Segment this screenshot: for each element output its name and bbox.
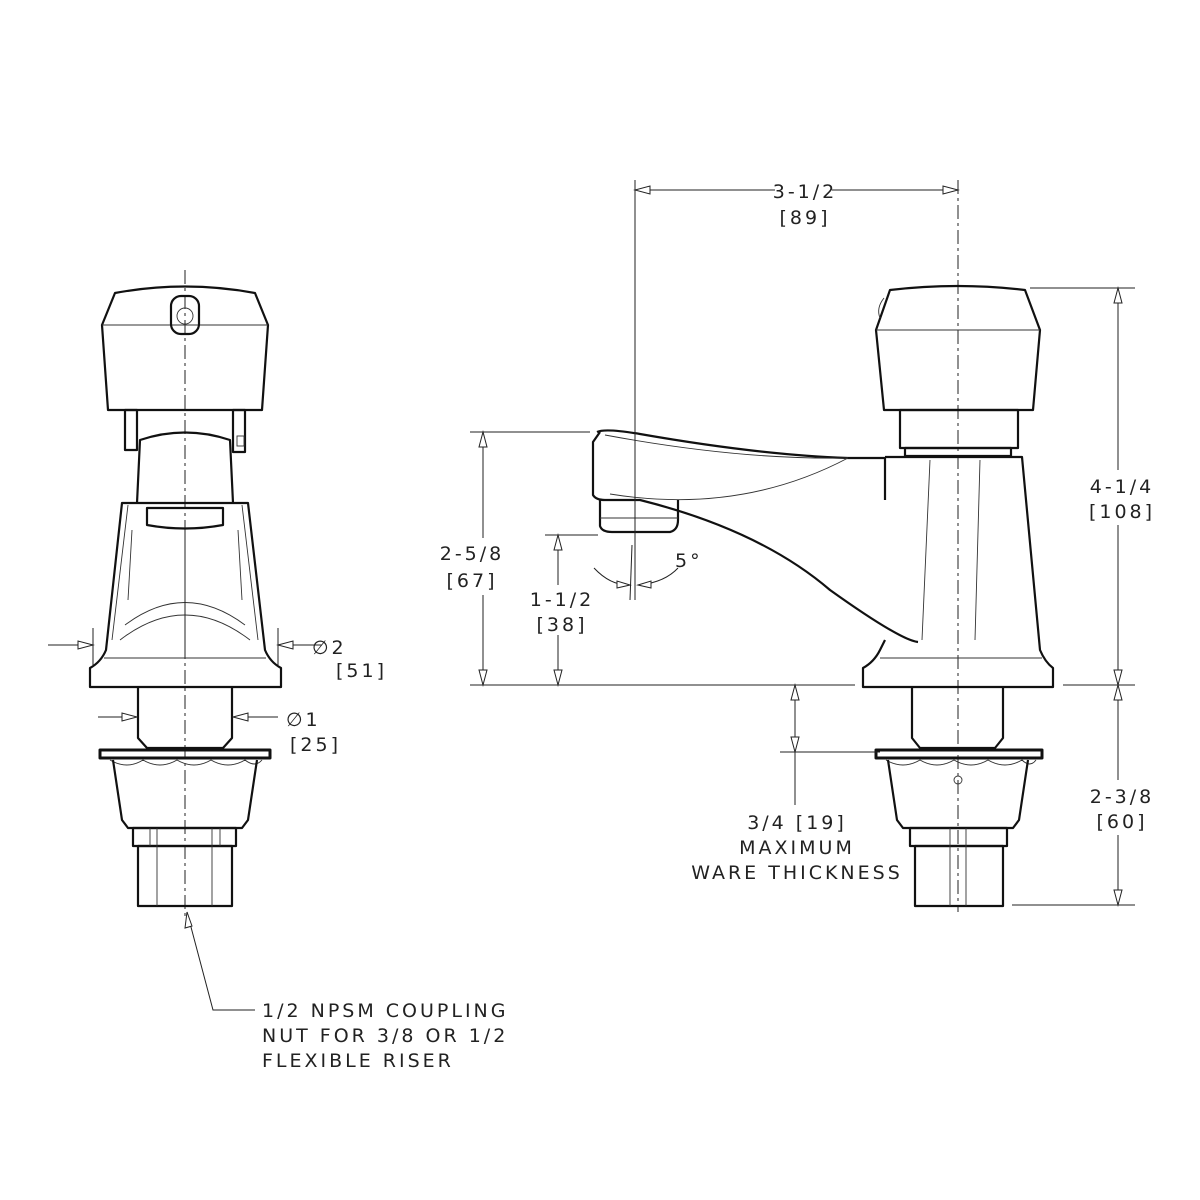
dim-outlet-height: 1-1/2 [38]	[530, 533, 598, 687]
body-front	[88, 501, 283, 689]
dim-spout-angle-value: 5°	[675, 550, 703, 572]
ware-thickness-line-3: WARE THICKNESS	[691, 862, 903, 884]
coupling-note-line-2: NUT FOR 3/8 OR 1/2	[262, 1025, 508, 1047]
ware-thickness-value: 3/4 [19]	[747, 812, 847, 834]
dim-spout-height: 2-5/8 [67]	[440, 430, 590, 687]
dim-below-deck-imperial: 2-3/8	[1090, 786, 1155, 808]
front-view: ∅2 [51] ∅1 [25] 1/2 NPSM COUPLING NUT FO…	[48, 270, 509, 1072]
aerator-side	[598, 500, 680, 534]
shank-side	[910, 687, 1005, 750]
dim-spout-reach-imperial: 3-1/2	[773, 181, 838, 203]
dim-base-diameter: ∅2 [51]	[48, 628, 387, 682]
ware-thickness-line-2: MAXIMUM	[739, 837, 855, 859]
coupling-note-line-1: 1/2 NPSM COUPLING	[262, 1000, 509, 1022]
handle-side	[874, 284, 1042, 412]
washer-side	[874, 748, 1044, 760]
dim-shank-diameter-imperial: ∅1	[286, 709, 321, 731]
dim-spout-height-imperial: 2-5/8	[440, 543, 505, 565]
washer-front	[98, 748, 272, 760]
dim-ware-thickness: 3/4 [19] MAXIMUM WARE THICKNESS	[691, 683, 903, 884]
spout-side	[591, 429, 919, 644]
dim-below-deck-metric: [60]	[1096, 811, 1147, 833]
dim-spout-angle: 5°	[593, 544, 703, 601]
dim-shank-diameter-metric: [25]	[290, 734, 341, 756]
dim-spout-reach: 3-1/2 [89]	[633, 180, 960, 600]
body-side	[861, 455, 1055, 689]
dim-outlet-height-metric: [38]	[536, 614, 587, 636]
dim-base-diameter-metric: [51]	[336, 660, 387, 682]
dim-shank-diameter: ∅1 [25]	[98, 709, 341, 756]
dim-spout-reach-metric: [89]	[779, 207, 830, 229]
push-button-front	[169, 294, 201, 336]
dim-outlet-height-imperial: 1-1/2	[530, 589, 595, 611]
collar-side	[898, 408, 1020, 450]
coupling-note: 1/2 NPSM COUPLING NUT FOR 3/8 OR 1/2 FLE…	[184, 911, 509, 1072]
dim-below-deck: 2-3/8 [60]	[1012, 683, 1155, 907]
dim-overall-height-imperial: 4-1/4	[1090, 476, 1155, 498]
coupling-note-line-3: FLEXIBLE RISER	[262, 1050, 454, 1072]
dim-spout-height-metric: [67]	[446, 570, 497, 592]
dim-overall-height: 4-1/4 [108]	[1030, 286, 1155, 687]
shank-front	[136, 687, 234, 750]
stem-front	[135, 431, 235, 504]
dim-overall-height-metric: [108]	[1089, 501, 1155, 523]
handle-front	[100, 285, 270, 412]
dim-base-diameter-imperial: ∅2	[312, 637, 347, 659]
side-view: 3-1/2 [89] 2-5/8 [67] 1-1/2 [38]	[440, 180, 1155, 912]
